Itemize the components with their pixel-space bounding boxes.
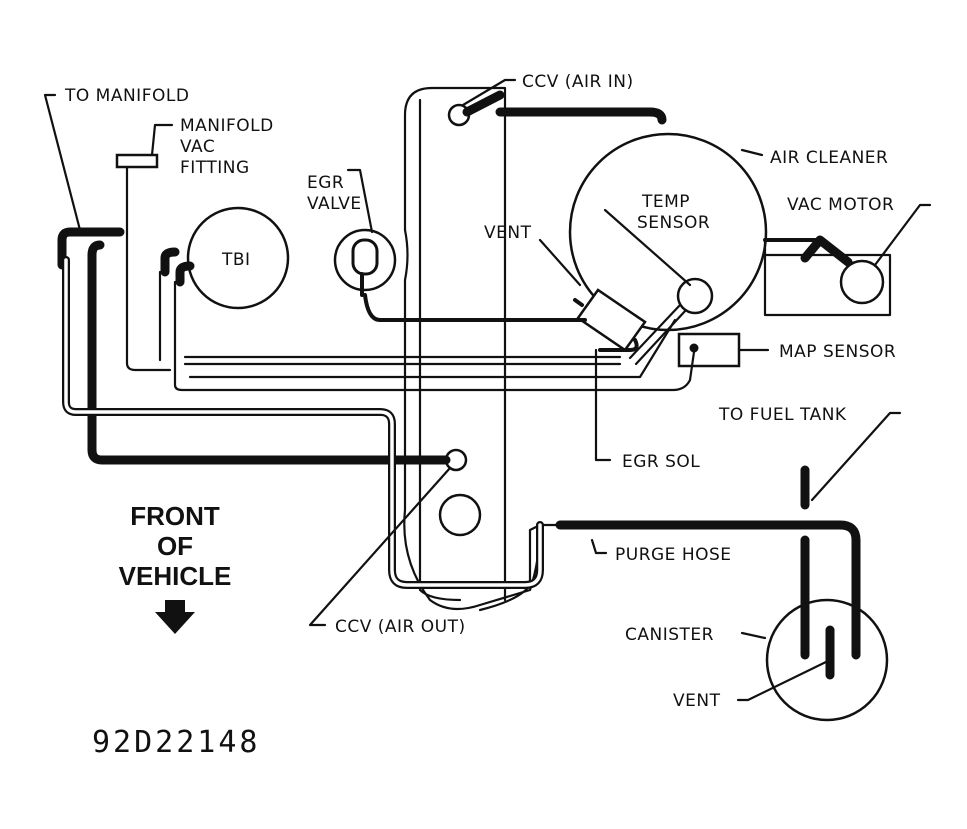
- map-sensor-box: [677, 332, 741, 368]
- vacuum-hoses-thick: [57, 90, 861, 680]
- label-valve: VALVE: [307, 194, 362, 214]
- snout-port: [438, 493, 482, 537]
- label-to-fuel-tank: TO FUEL TANK: [718, 405, 847, 425]
- label-egr: EGR: [307, 173, 344, 193]
- label-manifold: MANIFOLD: [180, 116, 274, 136]
- label-to-manifold: TO MANIFOLD: [64, 86, 189, 106]
- egr-valve: [333, 228, 397, 297]
- label-of: OF: [157, 531, 193, 561]
- label-vent-bottom: VENT: [673, 691, 721, 711]
- temp-sensor-circle: [676, 277, 714, 315]
- label-tbi: TBI: [221, 250, 251, 270]
- label-purge-hose: PURGE HOSE: [615, 545, 732, 565]
- label-vac: VAC: [180, 137, 215, 157]
- map-sensor-port: [689, 343, 699, 353]
- figure-code: 92D22148: [92, 725, 261, 760]
- label-temp: TEMP: [641, 192, 690, 212]
- label-vac-motor: VAC MOTOR: [787, 195, 894, 215]
- label-canister: CANISTER: [625, 625, 714, 645]
- label-egr-sol: EGR SOL: [622, 452, 700, 472]
- air-cleaner-snout: [403, 86, 602, 612]
- label-air-cleaner: AIR CLEANER: [770, 148, 888, 168]
- label-vent-top: VENT: [484, 223, 532, 243]
- label-map-sensor: MAP SENSOR: [779, 342, 896, 362]
- label-ccv-air-in: CCV (AIR IN): [522, 72, 634, 92]
- down-arrow-icon: [155, 600, 195, 634]
- label-front: FRONT: [130, 501, 220, 531]
- tbi-circle: [186, 206, 290, 310]
- label-vehicle: VEHICLE: [119, 561, 232, 591]
- label-fitting: FITTING: [180, 158, 250, 178]
- label-sensor: SENSOR: [637, 213, 710, 233]
- egr-solenoid: [573, 288, 647, 352]
- vacuum-hoses-thin: [62, 166, 696, 589]
- manifold-vac-fitting: [115, 153, 159, 169]
- label-ccv-air-out: CCV (AIR OUT): [335, 617, 466, 637]
- leader-lines: [43, 78, 932, 702]
